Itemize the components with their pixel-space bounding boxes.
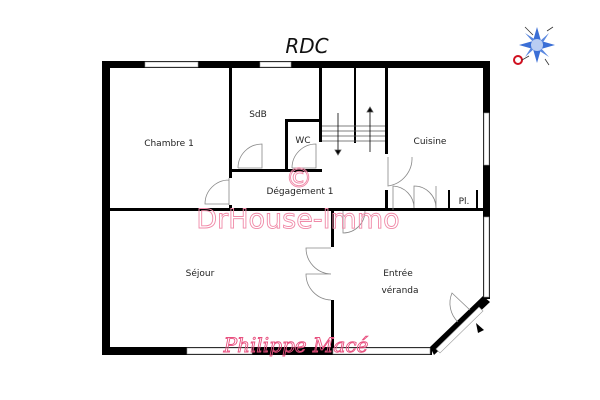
room-label-wc: WC: [295, 136, 310, 146]
room-label-veranda: véranda: [381, 285, 418, 296]
copyright-mark: ©: [286, 163, 313, 194]
interior-walls: [110, 68, 483, 348]
signature: Philippe Macé: [223, 333, 369, 357]
watermark: DrHouse-Immo: [196, 204, 399, 235]
room-label-cuisine: Cuisine: [414, 137, 447, 147]
room-label-sejour: Séjour: [186, 268, 215, 279]
compass-rose-icon: [513, 26, 555, 66]
doors: [204, 143, 484, 333]
floor-title: RDC: [285, 34, 328, 58]
room-label-entree: Entrée: [383, 268, 413, 279]
room-label-sdb: SdB: [249, 110, 267, 120]
room-label-placard: Pl.: [459, 197, 470, 207]
windows: [144, 61, 490, 355]
staircase: [322, 106, 385, 156]
room-label-chambre1: Chambre 1: [144, 139, 194, 149]
room-label-degagement: Dégagement 1: [266, 186, 333, 197]
